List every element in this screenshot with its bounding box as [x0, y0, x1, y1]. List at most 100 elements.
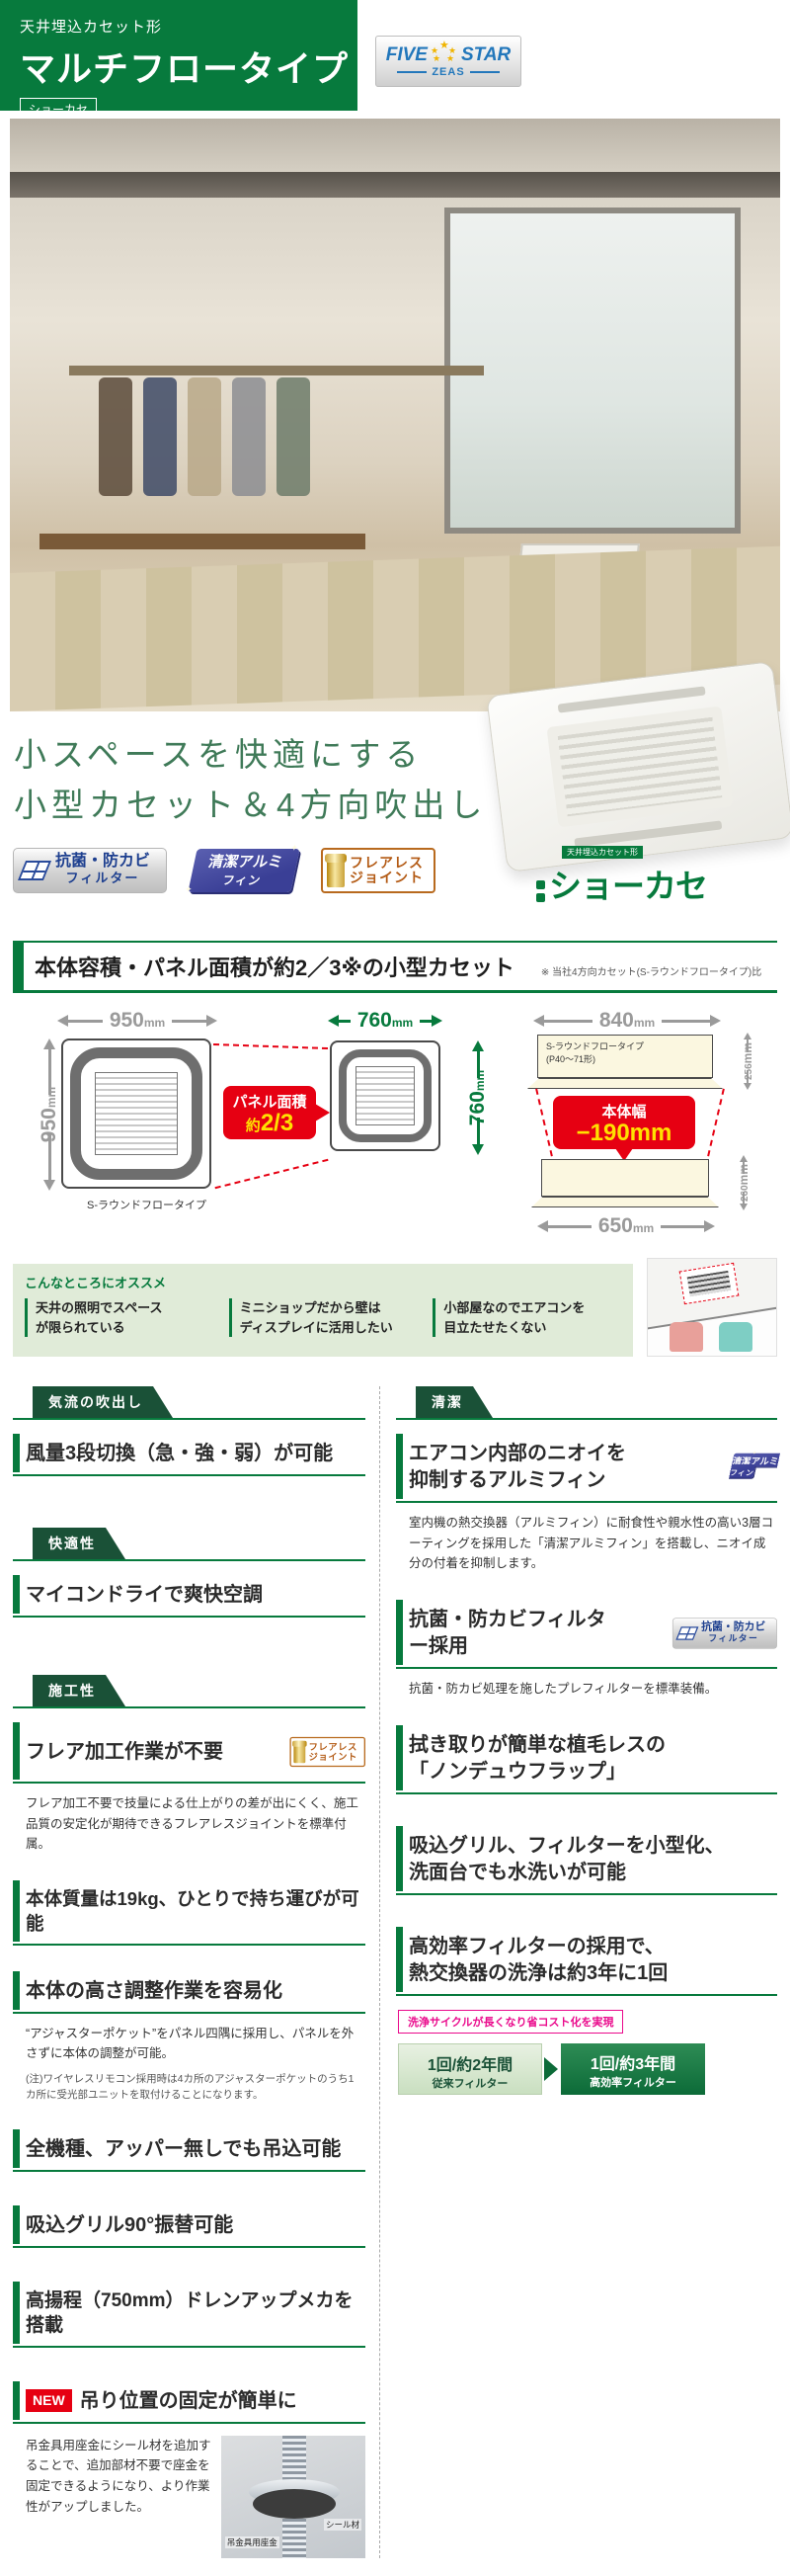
ribbon-airflow: 気流の吹出し	[33, 1386, 173, 1418]
dim-760-width: 760mm	[328, 1009, 443, 1033]
dim-260-height: 260mm	[725, 1155, 762, 1210]
catch-copy-section: 小スペースを快適にする 小型カセット＆4方向吹出し 天井埋込カセット形 ショーカ…	[0, 660, 790, 904]
dim-760-height: 760mm	[450, 1040, 506, 1155]
photo-clothes-rack	[69, 366, 484, 375]
recommend-illustration	[647, 1258, 777, 1357]
cycle-old-filter: 1回/約2年間 従来フィルター	[398, 2042, 542, 2095]
star-icon: ★	[445, 53, 455, 63]
arrow-right-icon	[432, 1015, 443, 1027]
new-badge: NEW	[26, 2388, 72, 2412]
star-icon: ★	[447, 45, 457, 55]
ribbon-comfort: 快適性	[33, 1528, 125, 1559]
photo-clothing	[143, 377, 177, 496]
sparkle-icon: ✦	[289, 843, 299, 853]
feature-heading: 全機種、アッパー無しでも吊込可能	[13, 2128, 365, 2172]
feature-description: 室内機の熱交換器（アルミフィン）に耐食性や親水性の高い3層コーティングを採用した…	[409, 1516, 774, 1571]
shokase-logo-small-label: 天井埋込カセット形	[562, 846, 643, 859]
five-star-zeas-logo: FIVE ★ ★ ★ ★ ★ STAR ZEAS	[375, 36, 521, 87]
photo-ceiling-beam	[10, 172, 780, 198]
flareless-joint-badge: フレアレス ジョイント	[321, 848, 435, 893]
feature-heading: 風量3段切換（急・強・弱）が可能	[13, 1434, 365, 1476]
arrow-up-icon	[472, 1040, 485, 1051]
antibacterial-filter-badge: 抗菌・防カビ フィルター	[13, 848, 167, 893]
shokase-logo: 天井埋込カセット形 ショーカセ	[536, 842, 708, 907]
dim-950-height: 950mm	[22, 1039, 77, 1191]
feature-heading: フレア加工作業が不要 フレアレスジョイント	[13, 1722, 365, 1784]
product-nickname-tag: ショーカセ	[20, 98, 98, 121]
s-round-flow-unit-graphic	[61, 1039, 211, 1189]
logo-text-five: FIVE	[385, 44, 428, 65]
multi-flow-unit-graphic	[330, 1040, 440, 1151]
wash-cycle-note: 洗浄サイクルが長くなり省コスト化を実現	[398, 2009, 624, 2034]
new-unit-side-view	[541, 1159, 709, 1197]
page-header: 天井埋込カセット形 マルチフロータイプ ショーカセ FIVE ★ ★ ★ ★ ★…	[0, 0, 790, 121]
arrow-left-icon	[328, 1015, 339, 1027]
left-unit-caption: S-ラウンドフロータイプ	[87, 1200, 206, 1211]
catch-line-1: 小スペースを快適にする	[14, 736, 424, 773]
unit-grille	[546, 706, 734, 828]
left-feature-column: 気流の吹出し 風量3段切換（急・強・弱）が可能 快適性 マイコンドライで爽快空調…	[13, 1386, 380, 2558]
gold-pipe-icon	[325, 854, 347, 887]
dim-650-width: 650mm	[537, 1214, 716, 1238]
arrow-right-icon	[704, 1220, 716, 1232]
catch-copy: 小スペースを快適にする 小型カセット＆4方向吹出し	[14, 729, 487, 830]
star-icon: ★	[430, 45, 439, 55]
photo-clothing	[232, 377, 266, 496]
recommend-box: こんなところにオススメ 天井の照明でスペース が限られている ミニショップだから…	[13, 1264, 633, 1357]
body-width-badge: 本体幅 −190mm	[553, 1096, 695, 1161]
dim-256-height: 256mm	[729, 1033, 766, 1090]
arrow-down-icon	[472, 1144, 485, 1155]
feature-columns: 気流の吹出し 風量3段切換（急・強・弱）が可能 快適性 マイコンドライで爽快空調…	[13, 1386, 781, 2558]
photo-clothing	[99, 377, 132, 496]
photo-clothing	[188, 377, 221, 496]
flareless-joint-badge-small: フレアレスジョイント	[289, 1736, 365, 1768]
feature-heading: 拭き取りが簡単な植毛レスの「ノンデュウフラップ」	[396, 1724, 777, 1794]
filter-grid-icon	[675, 1626, 699, 1640]
feature-description: 抗菌・防カビ処理を施したプレフィルターを標準装備。	[409, 1681, 718, 1696]
feature-heading: 高揚程（750mm）ドレンアップメカを搭載	[13, 2281, 365, 2348]
arrow-down-icon	[43, 1180, 56, 1191]
red-dashed-connector	[535, 1088, 553, 1157]
arrow-up-icon	[740, 1155, 749, 1162]
filter-grid-icon	[17, 861, 52, 880]
arrow-right-icon	[544, 2056, 558, 2081]
illustration-clothing	[719, 1322, 752, 1352]
header-green-block: 天井埋込カセット形 マルチフロータイプ ショーカセ	[0, 0, 357, 121]
new-unit-panel-flare	[531, 1197, 719, 1207]
illustration-clothing	[670, 1322, 703, 1352]
feature-heading: 吸込グリル90°振替可能	[13, 2204, 365, 2248]
section-note: ※ 当社4方向カセット(S-ラウンドフロータイプ)比	[540, 967, 762, 978]
old-unit-side-view: S-ラウンドフロータイプ (P40〜71形)	[537, 1035, 713, 1078]
recommend-title: こんなところにオススメ	[25, 1276, 167, 1290]
feature-note: (注)ワイヤレスリモコン採用時は4カ所のアジャスターポケットのうち1カ所に受光部…	[26, 2073, 355, 2101]
arrow-left-icon	[537, 1220, 548, 1232]
feature-heading: マイコンドライで爽快空調	[13, 1575, 365, 1618]
old-unit-panel-flare	[527, 1078, 723, 1089]
size-comparison-diagram: 950mm 950mm S-ラウンドフロータイプ パネル面積 約2/3 760m…	[0, 999, 790, 1248]
product-category: 天井埋込カセット形	[20, 19, 163, 36]
ribbon-clean: 清潔	[416, 1386, 493, 1418]
cycle-new-filter: 1回/約3年間 高効率フィルター	[561, 2042, 705, 2095]
logo-text-zeas: ZEAS	[432, 66, 465, 78]
recommend-section: こんなところにオススメ 天井の照明でスペース が限られている ミニショップだから…	[13, 1258, 777, 1357]
feature-heading: エアコン内部のニオイを抑制するアルミフィン ✦ 清潔アルミフィン	[396, 1434, 781, 1503]
hanging-bolt-photo: 吊金具用座金 シール材	[220, 2435, 365, 2558]
red-dashed-connector	[214, 1158, 329, 1190]
feature-heading: 吸込グリル、フィルターを小型化、洗面台でも水洗いが可能	[396, 1825, 777, 1895]
arrow-down-icon	[740, 1204, 749, 1210]
compact-section-heading: 本体容積・パネル面積が約2／3※の小型カセット ※ 当社4方向カセット(S-ラウ…	[13, 941, 777, 993]
red-dashed-connector	[707, 1088, 725, 1157]
photo-table	[40, 534, 365, 549]
clean-alumi-fin-badge-small: ✦ 清潔アルミフィン	[729, 1450, 781, 1478]
feature-heading: 高効率フィルターの採用で、熱交換器の洗浄は約3年に1回	[396, 1926, 777, 1996]
clean-alumi-fin-badge: ✦ 清潔アルミ フィン ✦	[183, 843, 300, 895]
product-title: マルチフロータイプ	[20, 48, 350, 89]
shokase-logo-text: ショーカセ	[536, 860, 708, 907]
cassette-unit-photo	[486, 660, 790, 873]
gold-pipe-icon	[292, 1740, 307, 1764]
antibacterial-filter-badge-small: 抗菌・防カビフィルター	[672, 1618, 777, 1649]
shop-interior-photo	[10, 119, 780, 711]
feature-heading: 抗菌・防カビフィルター採用 抗菌・防カビフィルター	[396, 1599, 777, 1669]
recommend-item: ミニショップだから壁は ディスプレイに活用したい	[228, 1298, 418, 1337]
